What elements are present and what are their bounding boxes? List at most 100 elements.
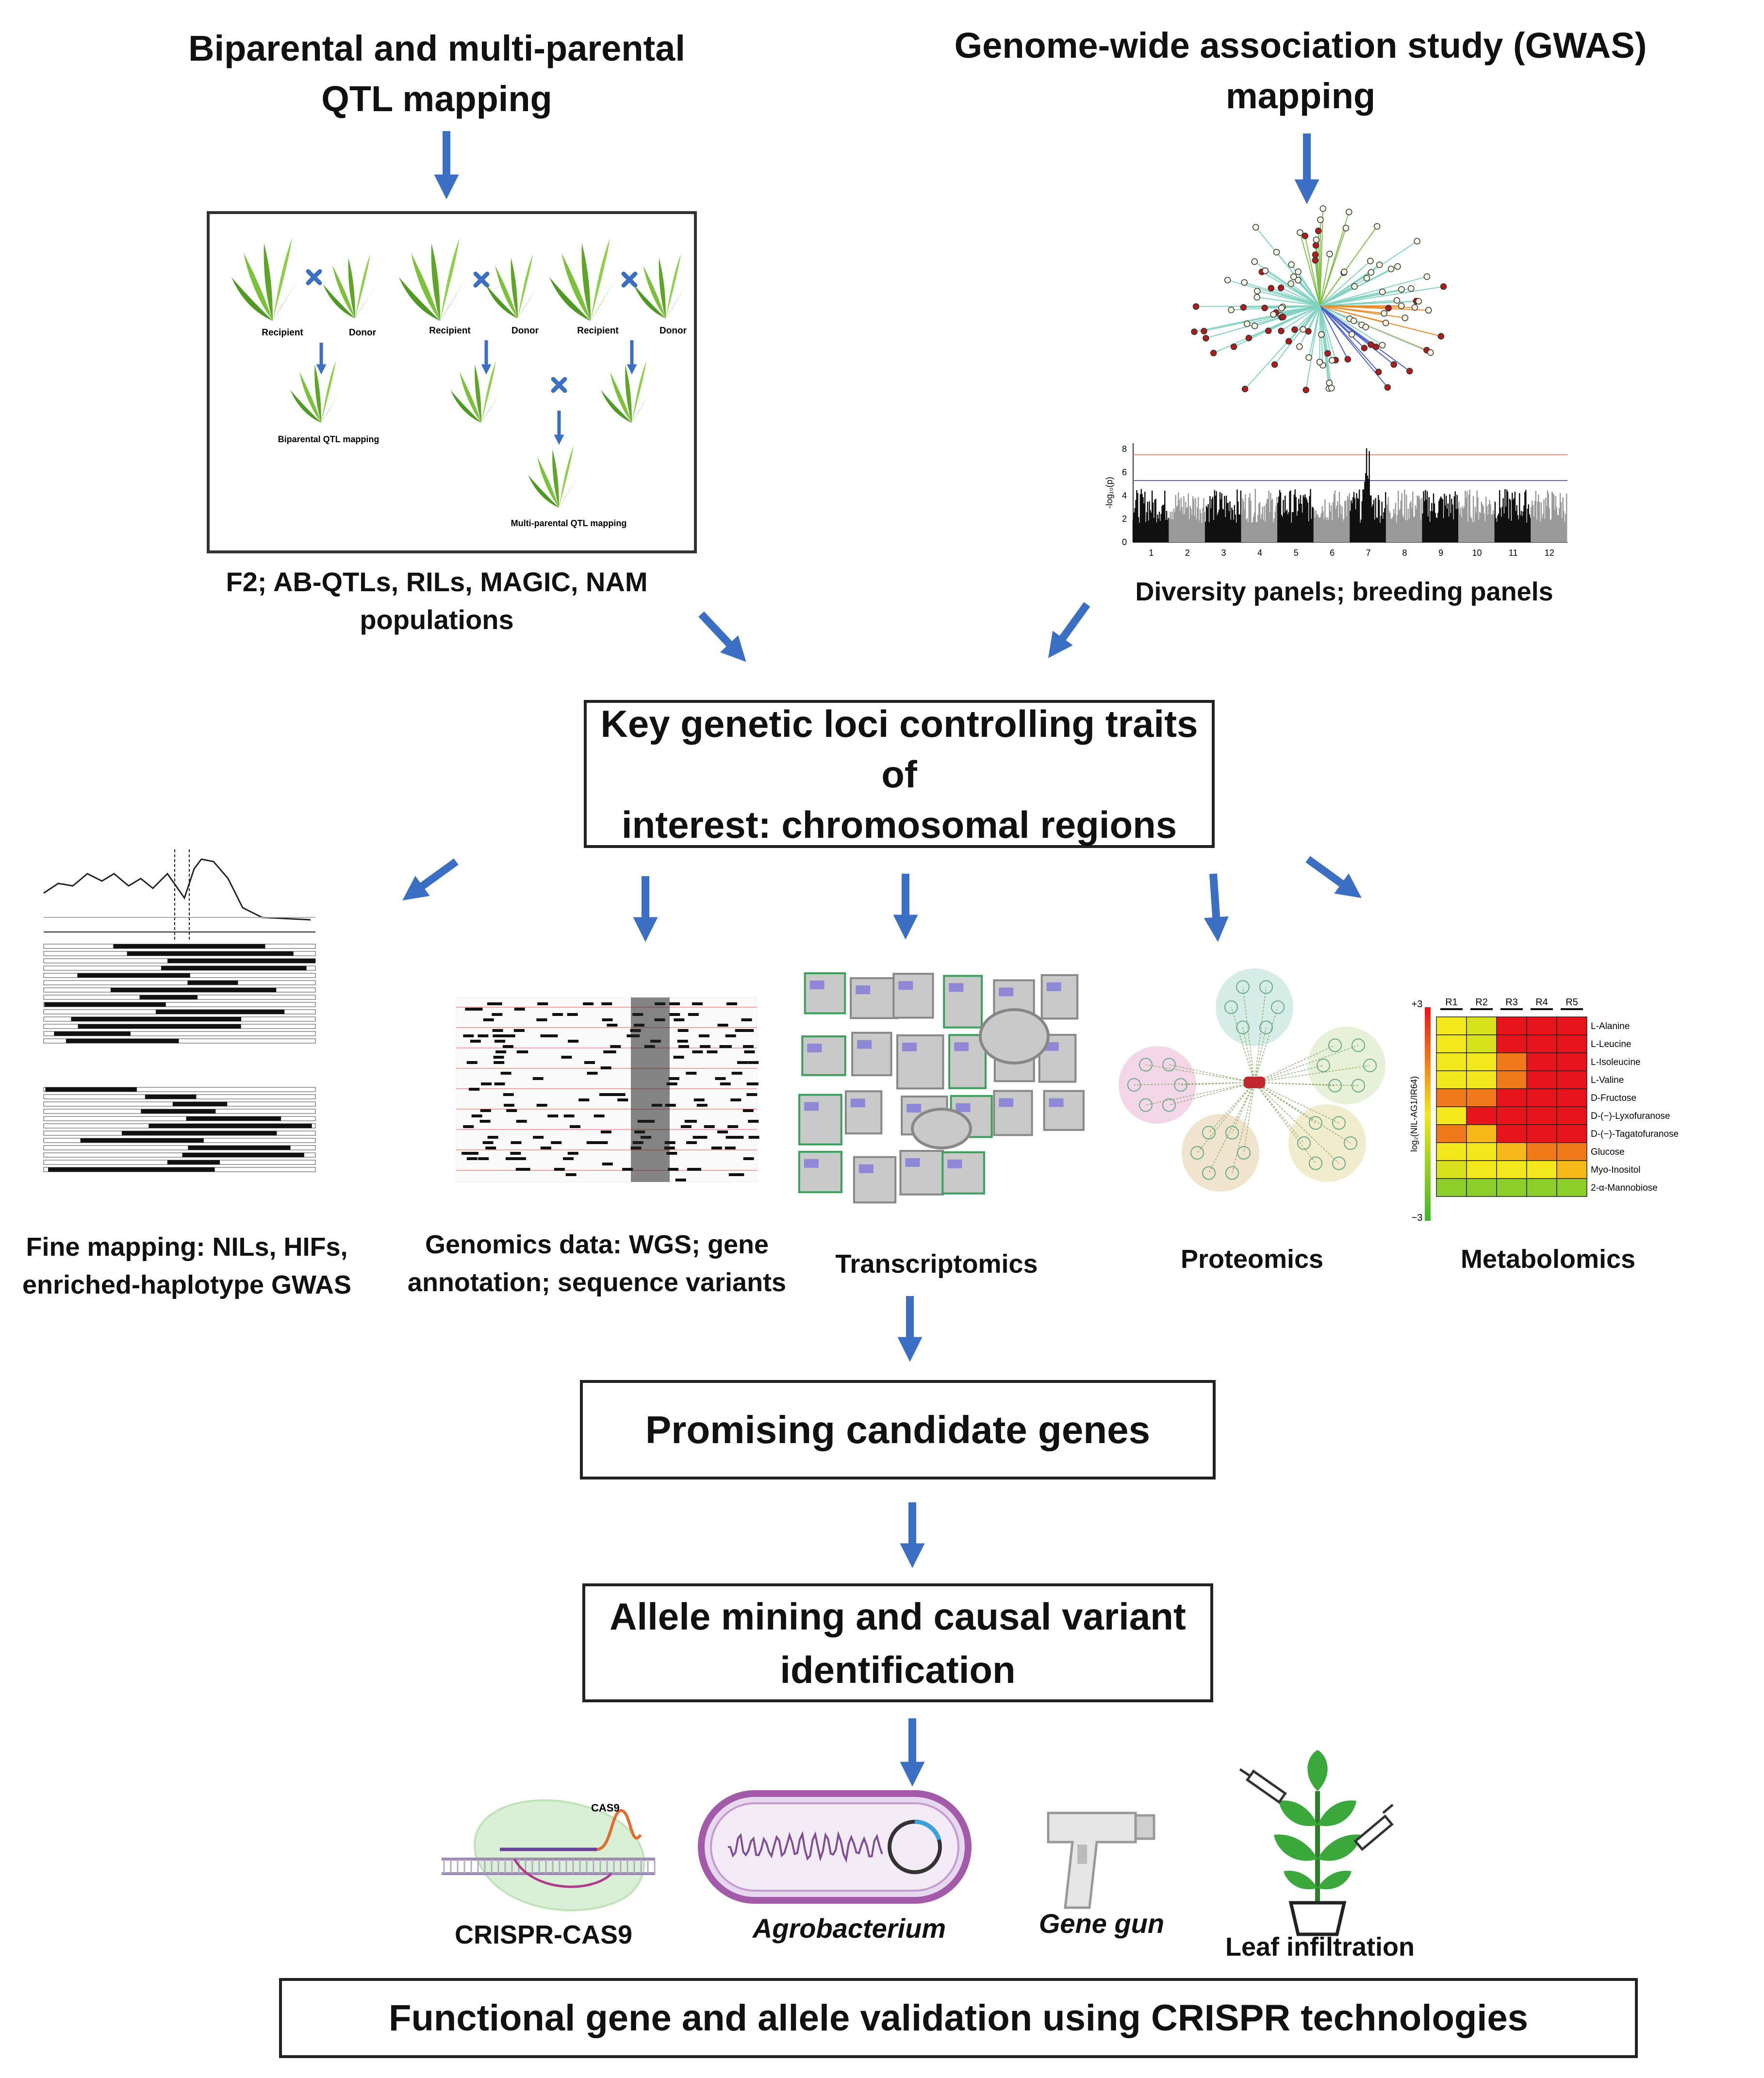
expression-cell [999, 1098, 1014, 1107]
variant-cell [487, 1136, 498, 1139]
variant-cell [688, 1013, 699, 1016]
variant-cell [677, 1029, 689, 1032]
proteomics-label: Proteomics [1180, 1245, 1324, 1274]
pathway-block [851, 1031, 892, 1077]
tree-branch [1319, 305, 1322, 335]
gwas-header-line-1: Genome-wide association study (GWAS) [954, 25, 1647, 66]
tree-accession-dot [1324, 350, 1331, 357]
variant-cell [467, 1152, 478, 1155]
heatmap-cell [1556, 1052, 1587, 1071]
manhattan-y-tick: 6 [1122, 467, 1127, 477]
variant-cell [463, 1125, 474, 1128]
heatmap-cell [1436, 1034, 1467, 1053]
tree-branch [1319, 272, 1371, 306]
tree-branch [1319, 288, 1411, 306]
tree-accession-dot [1341, 268, 1348, 275]
tree-accession-dot [1191, 328, 1198, 335]
variant-cell [502, 1045, 513, 1048]
tree-accession-dot [1228, 306, 1235, 314]
variant-cell [692, 1050, 703, 1053]
heatmap-row-label: L-Isoleucine [1591, 1057, 1640, 1067]
heatmap-axis-label: log₂(NIL-AG1/IR64) [1409, 1076, 1419, 1152]
tree-accession-dot [1312, 251, 1319, 258]
expression-cell [898, 981, 913, 990]
agrobacterium-label: Agrobacterium [752, 1913, 946, 1944]
tree-accession-dot [1295, 268, 1302, 275]
variant-cell [742, 1045, 754, 1048]
variant-cell [516, 1120, 527, 1123]
variant-cell [478, 1157, 489, 1160]
variant-cell [737, 1061, 748, 1064]
tree-accession-dot [1192, 303, 1200, 310]
tree-accession-dot [1230, 343, 1237, 350]
multiparent-plant [528, 446, 585, 508]
expression-cell [999, 987, 1014, 997]
variant-cell [483, 1018, 494, 1021]
variant-cell [463, 1034, 474, 1037]
expression-cell [807, 1044, 822, 1053]
tree-accession-dot [1318, 331, 1325, 338]
qtl-populations-line-1: F2; AB-QTLs, RILs, MAGIC, NAM [226, 566, 648, 597]
tree-branch [1319, 300, 1419, 306]
variant-cell [717, 1130, 728, 1133]
transcriptomics-label: Transcriptomics [835, 1249, 1038, 1279]
protein-node [1236, 1020, 1250, 1034]
tree-accession-dot [1319, 205, 1327, 212]
tree-accession-dot [1252, 224, 1259, 231]
variant-cell [698, 1034, 709, 1037]
manhattan-x-tick: 6 [1330, 548, 1335, 558]
variant-cell [666, 1082, 677, 1085]
variant-cell [510, 1152, 521, 1155]
variant-cell [567, 1152, 578, 1155]
variant-cell [686, 1072, 697, 1075]
variant-cell [466, 1157, 478, 1160]
tree-accession-dot [1317, 216, 1324, 223]
tree-branch [1257, 297, 1320, 306]
tree-branch [1271, 287, 1320, 306]
heatmap-cell [1526, 1016, 1557, 1035]
heatmap-cell [1466, 1124, 1497, 1143]
tree-branch [1319, 254, 1330, 306]
fine-mapping-figure [43, 849, 316, 1172]
tree-accession-dot [1394, 263, 1401, 270]
heatmap-row-label: D-Fructose [1591, 1093, 1636, 1103]
manhattan-x-tick: 4 [1257, 548, 1262, 558]
tree-accession-dot [1251, 322, 1258, 330]
tree-branch [1319, 305, 1371, 345]
tree-branch [1319, 266, 1398, 306]
variant-cell [725, 1136, 737, 1139]
variant-cell [515, 1157, 526, 1160]
variant-cell [731, 1072, 742, 1075]
protein-node [1162, 1098, 1176, 1112]
variant-cell [746, 1093, 758, 1096]
variant-cell [747, 1082, 758, 1085]
variant-cell [495, 1050, 507, 1053]
tree-accession-dot [1348, 331, 1355, 338]
tree-accession-dot [1271, 361, 1278, 368]
pathway-block [941, 1151, 985, 1195]
tree-accession-dot [1268, 285, 1275, 292]
variant-cell [599, 1093, 610, 1096]
tree-accession-dot [1379, 288, 1386, 295]
protein-node [1352, 1079, 1365, 1093]
variant-cell [741, 1018, 752, 1021]
tree-accession-dot [1361, 345, 1368, 351]
variant-cell [733, 1136, 744, 1139]
tree-accession-dot [1440, 283, 1447, 290]
heatmap-cell [1466, 1034, 1497, 1053]
variant-cell [506, 1109, 517, 1112]
tree-accession-dot [1291, 326, 1298, 333]
variant-cell [674, 1018, 685, 1021]
variant-cell [720, 1082, 731, 1085]
variant-cell [462, 1152, 473, 1155]
tree-accession-dot [1328, 357, 1335, 364]
tree-branch [1308, 305, 1320, 358]
heatmap-cell [1466, 1088, 1497, 1107]
variant-cell [466, 1061, 478, 1064]
tree-accession-dot [1295, 277, 1302, 283]
tree-accession-dot [1406, 367, 1413, 375]
heatmap-cell [1496, 1142, 1527, 1161]
heatmap-cell [1556, 1106, 1587, 1125]
